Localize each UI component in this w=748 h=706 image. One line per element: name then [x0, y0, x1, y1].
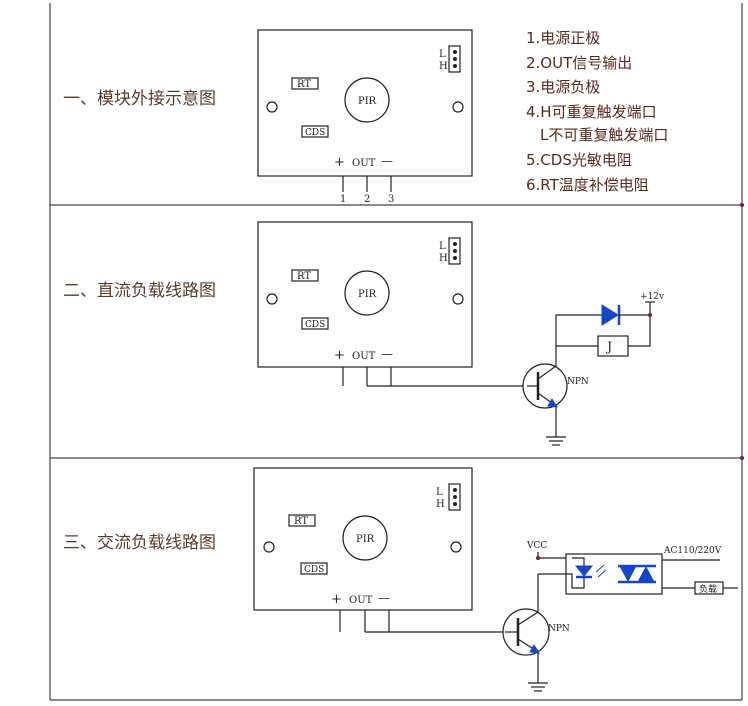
h-label: H — [439, 253, 448, 264]
pir-label: PIR — [358, 289, 377, 300]
rt-label: RT — [297, 271, 311, 282]
minus-label: — — [381, 154, 393, 168]
module-board-2: RT CDS PIR L H + OUT — — [257, 221, 473, 386]
cds-label: CDS — [304, 565, 324, 575]
pin-3-label: 3 — [388, 194, 394, 205]
legend-item-1: 1.电源正极 — [526, 29, 600, 47]
legend-item-2: 2.OUT信号输出 — [526, 54, 632, 72]
section-title-1: 一、模块外接示意图 — [63, 89, 216, 109]
ac-load-circuit: NPN VCC AC110/220V 负载 — [365, 541, 738, 692]
ac-voltage-label: AC110/220V — [663, 546, 722, 556]
section-title-3: 三、交流负载线路图 — [63, 533, 216, 553]
pin-1-label: 1 — [340, 194, 346, 205]
npn-label: NPN — [548, 624, 570, 634]
cds-label: CDS — [305, 128, 325, 138]
dc-load-circuit: NPN J +12v — [367, 292, 665, 446]
h-label: H — [436, 499, 445, 510]
module-board-1: RT CDS PIR L H + OUT — 1 2 3 — [257, 29, 473, 205]
legend-item-5: 5.CDS光敏电阻 — [526, 151, 632, 169]
pir-label: PIR — [356, 534, 375, 545]
table-frame — [49, 3, 744, 701]
l-label: L — [436, 487, 443, 498]
legend-item-4: 4.H可重复触发端口 — [526, 103, 657, 121]
minus-label: — — [378, 591, 390, 605]
pin-legend: 1.电源正极 2.OUT信号输出 3.电源负极 4.H可重复触发端口 L不可重复… — [526, 29, 668, 194]
vcc-label: VCC — [526, 541, 547, 551]
out-label: OUT — [352, 158, 376, 169]
cds-label: CDS — [305, 320, 325, 330]
l-label: L — [439, 49, 446, 60]
legend-item-6: 6.RT温度补偿电阻 — [526, 176, 649, 194]
minus-label: — — [381, 347, 393, 361]
pin-2-label: 2 — [364, 194, 370, 205]
relay-label: J — [605, 340, 612, 355]
rt-label: RT — [297, 79, 311, 90]
plus-label: + — [334, 348, 345, 363]
plus-label: + — [331, 592, 342, 607]
legend-item-3: 3.电源负极 — [526, 78, 600, 96]
legend-item-4b: L不可重复触发端口 — [540, 126, 668, 144]
npn-label: NPN — [567, 377, 589, 387]
rt-label: RT — [294, 516, 308, 527]
l-label: L — [439, 241, 446, 252]
module-board-3: RT CDS PIR L H + OUT — — [253, 467, 473, 632]
h-label: H — [439, 61, 448, 72]
plus-label: + — [334, 155, 345, 170]
out-label: OUT — [352, 351, 376, 362]
load-label: 负载 — [699, 583, 717, 595]
out-label: OUT — [349, 595, 373, 606]
vplus-label: +12v — [640, 292, 665, 302]
pir-label: PIR — [358, 96, 377, 107]
section-title-2: 二、直流负载线路图 — [63, 281, 216, 301]
